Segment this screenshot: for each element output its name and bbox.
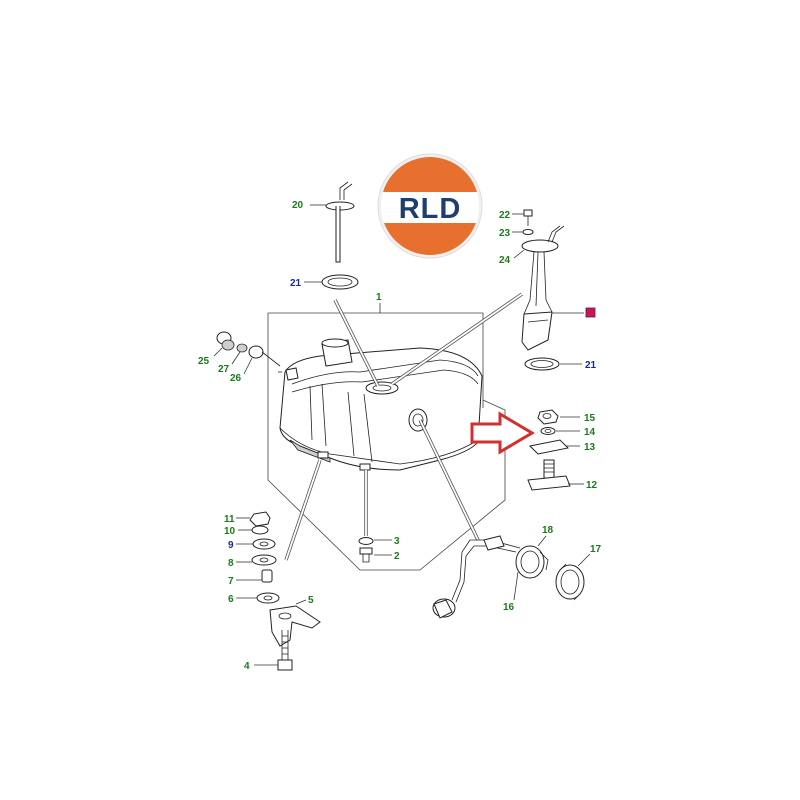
callout-16: 16	[503, 602, 515, 613]
part-3-washer	[358, 537, 392, 545]
part-10-washer	[238, 525, 269, 535]
part-25-grommet	[213, 331, 235, 357]
part-23-washer	[512, 229, 534, 235]
callout-26: 26	[230, 373, 242, 384]
part-5-bracket	[269, 599, 321, 647]
rld-logo: RLD	[377, 153, 483, 259]
callout-10: 10	[224, 526, 236, 537]
callout-11: 11	[224, 514, 235, 525]
callout-17: 17	[590, 544, 602, 555]
callout-24: 24	[499, 255, 511, 266]
part-17-locking-ring	[555, 553, 591, 601]
callout-8: 8	[228, 558, 234, 569]
callout-23: 23	[499, 228, 511, 239]
part-13-plate	[528, 439, 580, 455]
callout-20: 20	[292, 200, 304, 211]
callout-4: 4	[244, 661, 250, 672]
callout-21-right: 21	[585, 360, 597, 371]
part-19-fuel-pump	[521, 251, 596, 351]
callout-2: 2	[394, 551, 400, 562]
callout-21-left: 21	[290, 278, 302, 289]
part-27-clip	[231, 343, 248, 365]
part-15-nut	[537, 409, 580, 425]
part-18-seal	[515, 535, 549, 579]
part-14-washer	[540, 427, 580, 435]
callout-1: 1	[376, 292, 382, 303]
callout-3: 3	[394, 536, 400, 547]
logo-text: RLD	[399, 193, 462, 225]
callout-27: 27	[218, 364, 230, 375]
part-12-stud-bracket	[527, 459, 584, 491]
callout-25: 25	[198, 356, 210, 367]
highlight-arrow	[470, 411, 535, 455]
callout-12: 12	[586, 480, 598, 491]
part-6-washer	[236, 592, 280, 604]
callout-18: 18	[542, 525, 554, 536]
highlight-marker	[585, 307, 596, 318]
part-21-gasket-right	[524, 357, 582, 371]
part-24-pump-flange	[513, 225, 565, 259]
fuel-tank	[278, 338, 483, 471]
part-26-bush	[243, 345, 281, 375]
part-9-washer	[236, 538, 276, 550]
part-21-gasket-left	[304, 274, 359, 290]
callout-7: 7	[228, 576, 234, 587]
part-2-bolt	[359, 547, 392, 563]
callout-15: 15	[584, 413, 596, 424]
callout-5: 5	[308, 595, 314, 606]
callout-14: 14	[584, 427, 596, 438]
part-4-bolt	[254, 630, 293, 671]
part-16-sender-unit	[432, 535, 521, 619]
callout-13: 13	[584, 442, 596, 453]
part-20-level-sender	[310, 181, 355, 263]
part-8-mount-rubber	[236, 554, 277, 566]
assembly-leaders	[284, 292, 523, 561]
callout-6: 6	[228, 594, 234, 605]
part-22-screw	[512, 209, 533, 226]
part-11-nut	[236, 511, 271, 527]
part-7-spacer	[236, 569, 273, 583]
callout-22: 22	[499, 210, 511, 221]
callout-9: 9	[228, 540, 234, 551]
